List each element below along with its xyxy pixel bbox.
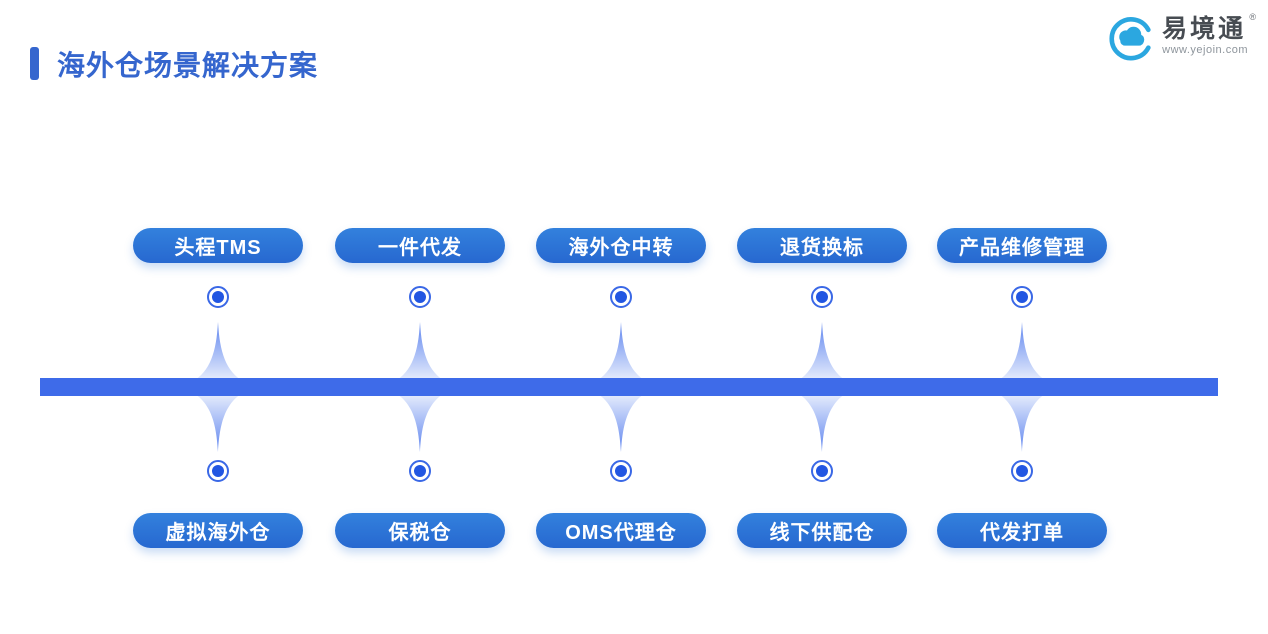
- pill-bottom: 虚拟海外仓: [133, 513, 303, 548]
- timeline-bar: [40, 378, 1218, 396]
- brand-logo: 易境通 ® www.yejoin.com: [1107, 12, 1256, 63]
- node-dot-top: [811, 286, 833, 308]
- pill-bottom: OMS代理仓: [536, 513, 706, 548]
- page-title: 海外仓场景解决方案: [57, 50, 319, 81]
- pill-bottom: 保税仓: [335, 513, 505, 548]
- pill-top: 海外仓中转: [536, 228, 706, 263]
- brand-url: www.yejoin.com: [1162, 44, 1248, 56]
- brand-name: 易境通: [1162, 15, 1247, 43]
- brand-text: 易境通 ® www.yejoin.com: [1162, 12, 1256, 56]
- pill-bottom: 代发打单: [937, 513, 1107, 548]
- pill-bottom: 线下供配仓: [737, 513, 907, 548]
- node-dot-bottom: [610, 460, 632, 482]
- pill-top: 一件代发: [335, 228, 505, 263]
- column-1: 头程TMS 虚拟海外仓: [133, 0, 303, 634]
- node-dot-bottom: [811, 460, 833, 482]
- node-dot-top: [610, 286, 632, 308]
- column-5: 产品维修管理 代发打单: [937, 0, 1107, 634]
- column-2: 一件代发 保税仓: [335, 0, 505, 634]
- registered-mark: ®: [1249, 12, 1256, 22]
- column-4: 退货换标 线下供配仓: [737, 0, 907, 634]
- cloud-logo-icon: [1109, 17, 1151, 61]
- title-accent-bar: [30, 47, 39, 80]
- node-dot-bottom: [1011, 460, 1033, 482]
- pill-top: 退货换标: [737, 228, 907, 263]
- node-dot-bottom: [409, 460, 431, 482]
- pill-top: 产品维修管理: [937, 228, 1107, 263]
- node-dot-top: [409, 286, 431, 308]
- pill-top: 头程TMS: [133, 228, 303, 263]
- node-dot-bottom: [207, 460, 229, 482]
- node-dot-top: [207, 286, 229, 308]
- column-3: 海外仓中转 OMS代理仓: [536, 0, 706, 634]
- node-dot-top: [1011, 286, 1033, 308]
- header: 海外仓场景解决方案 易境通 ® www.yejoin.com: [0, 0, 1268, 100]
